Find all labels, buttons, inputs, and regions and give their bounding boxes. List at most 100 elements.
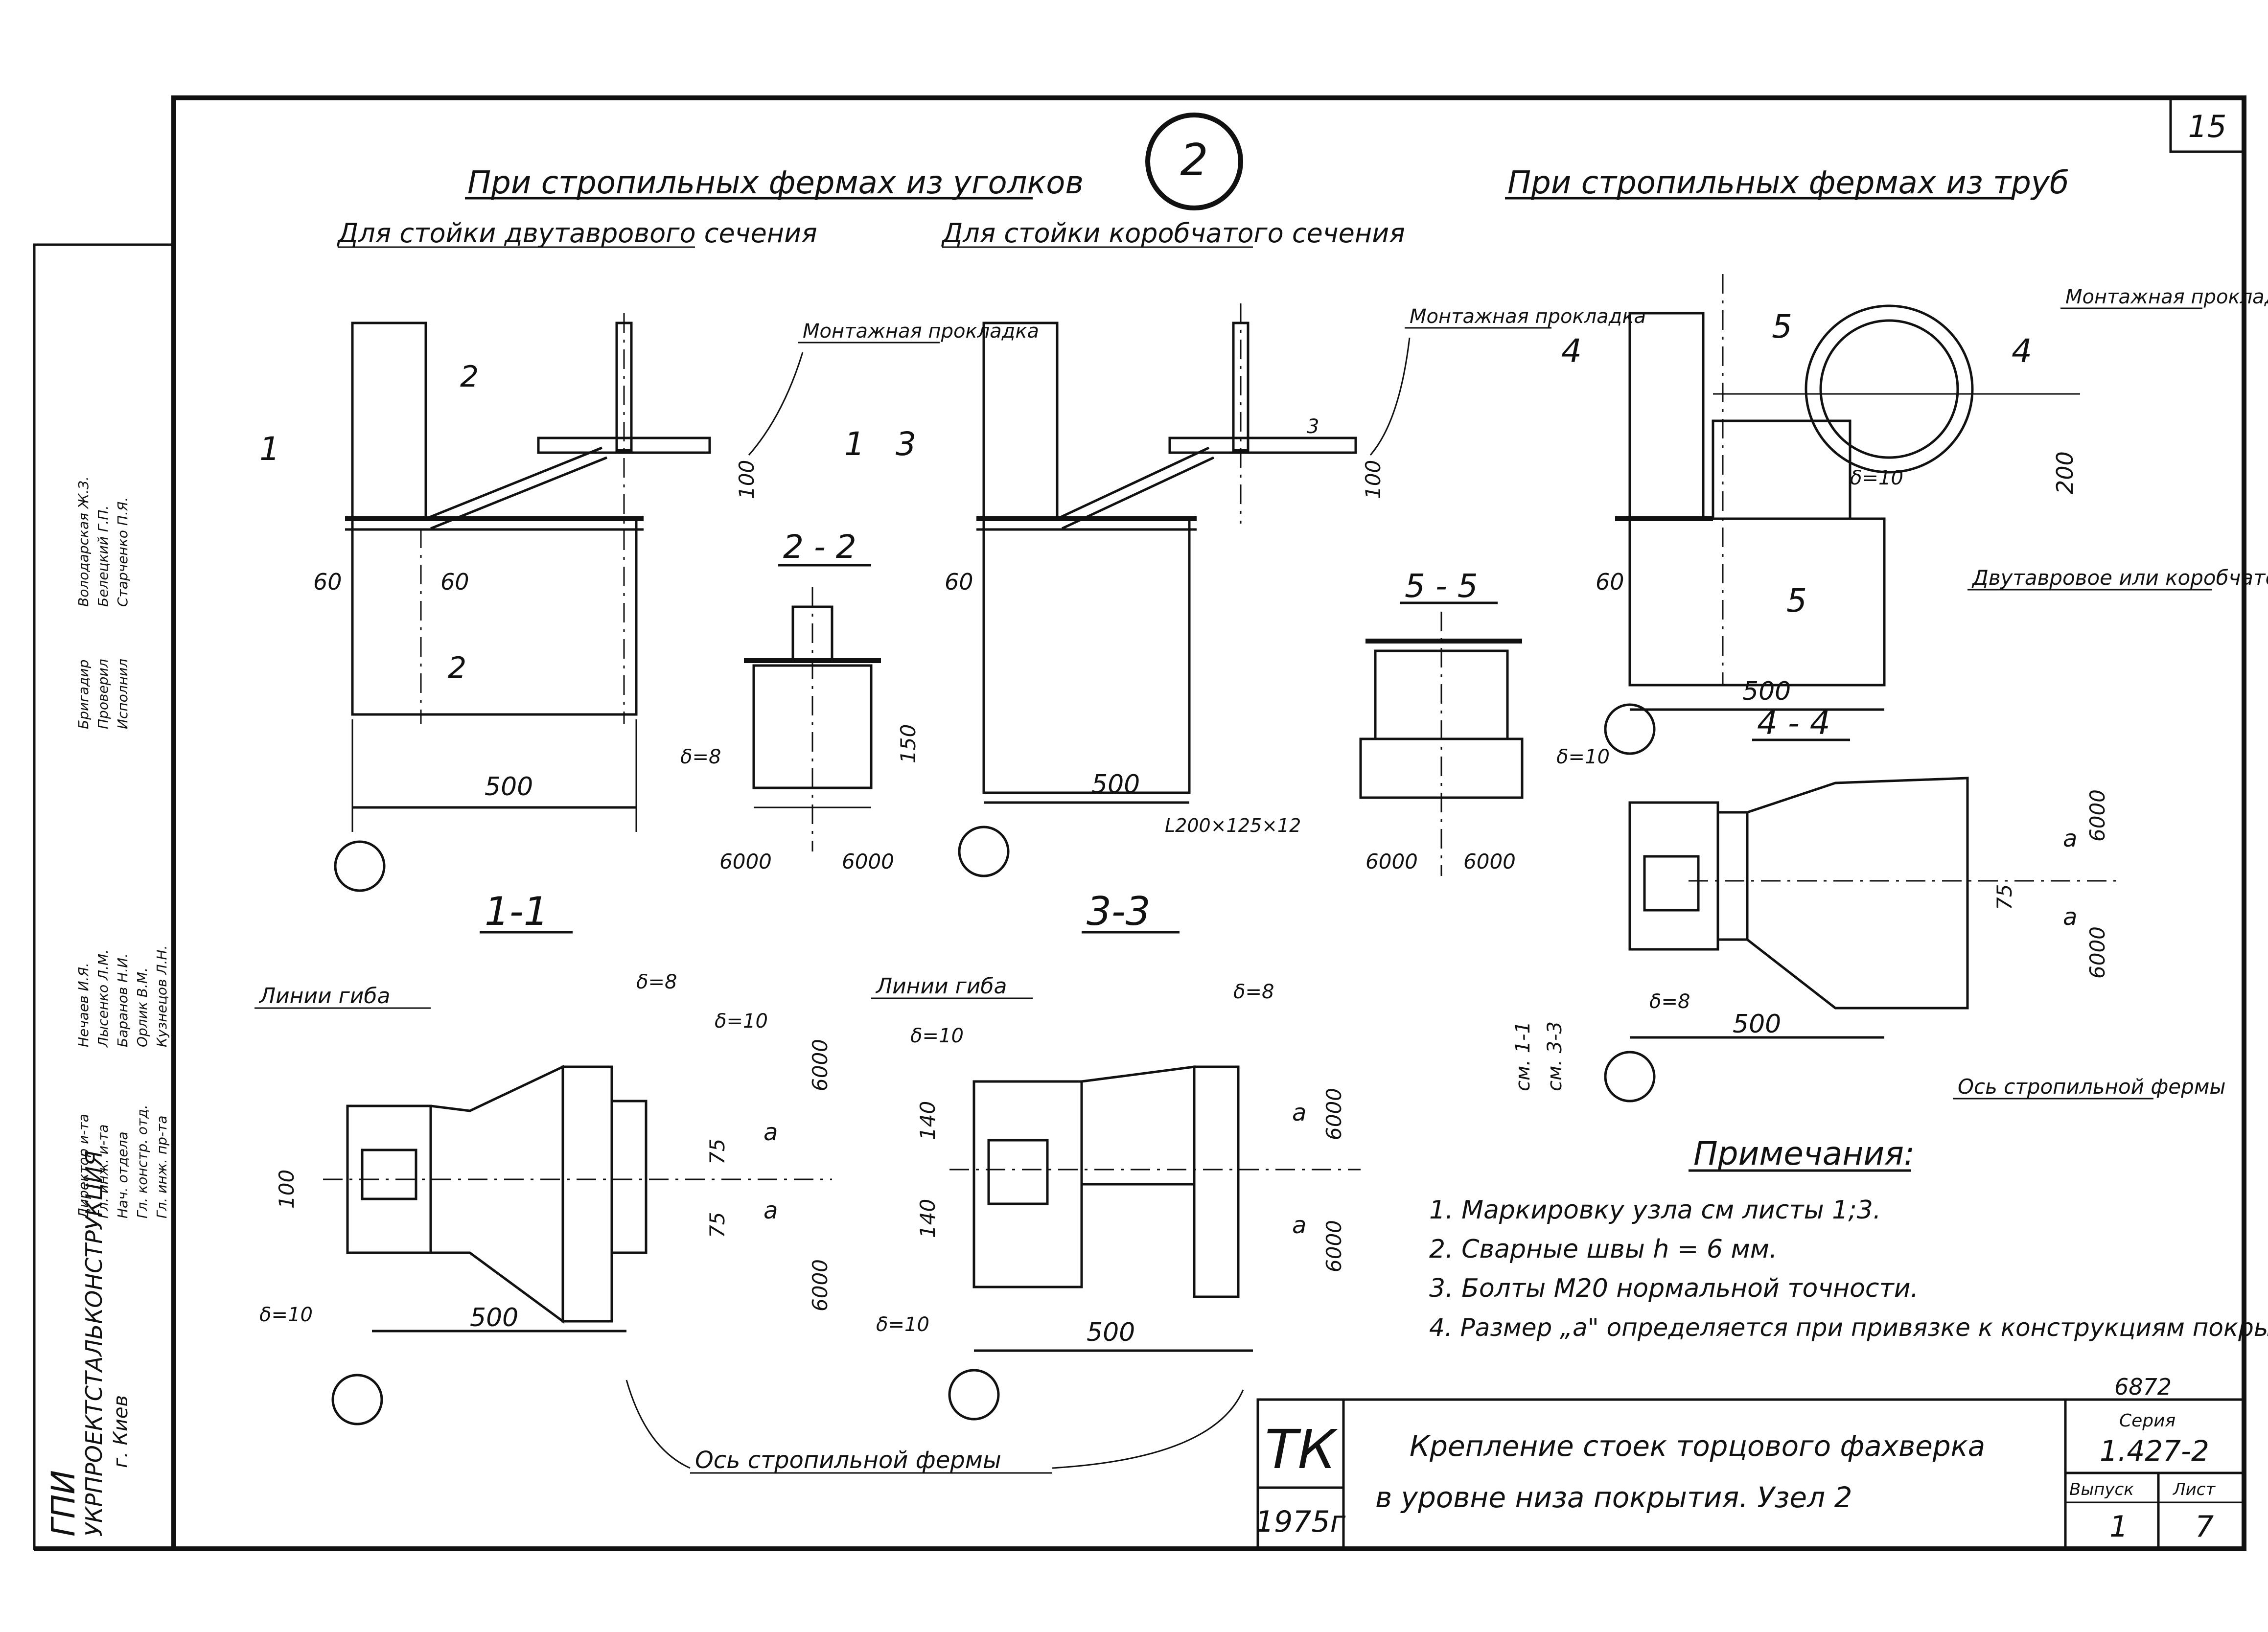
- svg-text:Проверил: Проверил: [95, 659, 111, 729]
- view-pipe-truss: 500 60 200 δ=10 Монтажная прокладка Двут…: [1561, 274, 2268, 755]
- node-circle: [1145, 113, 1243, 210]
- stamp-series: 1.427-2: [2100, 1434, 2209, 1468]
- note-3: 3. Болты М20 нормальной точности.: [1429, 1274, 1919, 1303]
- svg-text:3: 3: [1307, 415, 1319, 438]
- dim-60-2: 60: [440, 569, 469, 595]
- svg-text:Линии гиба: Линии гиба: [258, 984, 390, 1009]
- view-i-section: 500 60 60 100 Монтажная прокладка 1 1 2 …: [259, 313, 1039, 892]
- svg-text:Двутавровое или коробчатое сеч: Двутавровое или коробчатое сечение стойк…: [1971, 566, 2268, 590]
- stamp-year: 1975г: [1255, 1505, 1346, 1539]
- svg-text:L200×125×12: L200×125×12: [1165, 815, 1301, 836]
- truss-axis-label: Ось стропильной фермы: [695, 1447, 1001, 1474]
- svg-text:δ=8: δ=8: [680, 746, 721, 768]
- stamp-org-full: УКРПРОЕКТСТАЛЬКОНСТРУКЦИЯ: [81, 1150, 107, 1537]
- svg-text:Белецкий Г.П.: Белецкий Г.П.: [95, 506, 111, 607]
- left-stamp: ГПИ УКРПРОЕКТСТАЛЬКОНСТРУКЦИЯ г. Киев Ди…: [45, 476, 170, 1537]
- svg-text:Володарская Ж.З.: Володарская Ж.З.: [75, 476, 92, 607]
- dim-500-4: 500: [1733, 1010, 1781, 1039]
- svg-text:a: a: [2063, 825, 2077, 852]
- note-4: 4. Размер „a" определяется при привязке …: [1429, 1313, 2268, 1342]
- notes-heading: Примечания:: [1693, 1135, 1915, 1172]
- cut-4-4: 4 - 4 500 75 a a 6000 6000 δ=10 δ=8 см. …: [1512, 704, 2226, 1103]
- dim-100-1: 100: [735, 460, 759, 499]
- stamp-tk: ТК: [1265, 1418, 1338, 1481]
- svg-text:6000: 6000: [2085, 789, 2109, 842]
- cut-2-2: 2 - 2 150 δ=8 6000 6000: [680, 528, 920, 873]
- svg-text:4: 4: [2012, 332, 2032, 370]
- svg-text:4 - 4: 4 - 4: [1757, 704, 1830, 742]
- dim-60-4: 60: [1596, 569, 1624, 595]
- svg-text:Нечаев И.Я.: Нечаев И.Я.: [75, 963, 92, 1047]
- svg-text:δ=10: δ=10: [1556, 746, 1610, 768]
- svg-text:δ=10: δ=10: [876, 1313, 929, 1336]
- svg-text:6000: 6000: [2085, 926, 2109, 979]
- page-number-box: [2169, 96, 2245, 153]
- dim-500-3: 500: [1742, 677, 1791, 706]
- svg-text:2 - 2: 2 - 2: [783, 528, 856, 566]
- svg-text:a: a: [764, 1197, 778, 1224]
- svg-text:Линии гиба: Линии гиба: [875, 974, 1007, 999]
- svg-text:6000: 6000: [719, 850, 772, 873]
- svg-text:6000: 6000: [1463, 850, 1516, 873]
- svg-text:Лысенко Л.М.: Лысенко Л.М.: [95, 949, 111, 1048]
- svg-text:a: a: [2063, 903, 2077, 931]
- svg-text:140: 140: [916, 1199, 940, 1238]
- svg-text:2: 2: [460, 360, 479, 394]
- svg-text:4: 4: [1561, 332, 1582, 370]
- svg-text:1-1: 1-1: [485, 889, 549, 934]
- svg-text:Директор и-та: Директор и-та: [75, 1114, 92, 1219]
- svg-text:6000: 6000: [1365, 850, 1418, 873]
- svg-text:Кузнецов Л.Н.: Кузнецов Л.Н.: [154, 945, 170, 1047]
- stamp-org: ГПИ: [45, 1470, 82, 1537]
- note-2: 2. Сварные швы h = 6 мм.: [1429, 1235, 1778, 1264]
- dim-150: 150: [896, 724, 920, 763]
- svg-text:δ=8: δ=8: [1233, 981, 1274, 1003]
- dim-500-2: 500: [1091, 770, 1140, 799]
- svg-text:3-3: 3-3: [1087, 889, 1151, 934]
- svg-text:δ=8: δ=8: [1649, 990, 1690, 1013]
- svg-text:1: 1: [259, 430, 280, 468]
- svg-text:см. 3-3: см. 3-3: [1544, 1021, 1566, 1091]
- svg-text:δ=10: δ=10: [715, 1010, 768, 1033]
- svg-text:a: a: [764, 1119, 778, 1146]
- svg-text:Нач. отдела: Нач. отдела: [115, 1131, 131, 1218]
- svg-text:δ=10: δ=10: [259, 1304, 313, 1326]
- svg-text:5: 5: [1786, 582, 1807, 620]
- svg-text:δ=10: δ=10: [1850, 467, 1903, 489]
- svg-text:Бригадир: Бригадир: [75, 660, 92, 729]
- svg-text:Гл. констр. отд.: Гл. констр. отд.: [134, 1104, 150, 1218]
- stamp-code: 6872: [2114, 1374, 2172, 1400]
- note-1: 1. Маркировку узла см листы 1;3.: [1429, 1195, 1881, 1225]
- svg-text:Монтажная прокладка: Монтажная прокладка: [1410, 305, 1646, 328]
- stamp-sheet: 7: [2195, 1510, 2214, 1544]
- node-number: 2: [1180, 135, 1208, 186]
- cut-5-5: 5 - 5 L200×125×12 6000 6000: [1165, 567, 1524, 876]
- svg-text:Орлик В.М.: Орлик В.М.: [134, 967, 150, 1047]
- svg-text:2: 2: [448, 651, 466, 685]
- svg-text:1: 1: [844, 425, 865, 463]
- view-1-1: 1-1 500 100 75 75 a a 6000 6000 δ=8 δ=10…: [255, 889, 832, 1425]
- sub-title-box-section: Для стойки коробчатого сечения: [941, 218, 1405, 249]
- svg-text:6000: 6000: [1322, 1088, 1346, 1140]
- stamp-title-1: Крепление стоек торцового фахверка: [1410, 1429, 1985, 1463]
- svg-text:Исполнил: Исполнил: [115, 659, 131, 729]
- svg-text:Баранов Н.И.: Баранов Н.И.: [115, 953, 131, 1047]
- sub-title-i-section: Для стойки двутаврового сечения: [337, 218, 817, 249]
- svg-text:см. 1-1: см. 1-1: [1512, 1021, 1534, 1091]
- svg-text:6000: 6000: [808, 1039, 832, 1091]
- svg-text:3: 3: [896, 425, 916, 463]
- title-block: ТК 1975г Крепление стоек торцового фахве…: [1255, 1374, 2245, 1550]
- title-angles: При стропильных фермах из уголков: [467, 165, 1084, 201]
- page-number: 15: [2188, 109, 2227, 144]
- svg-text:140: 140: [916, 1101, 940, 1140]
- left-stamp-frame: [33, 243, 175, 1550]
- stamp-issue-label: Выпуск: [2069, 1480, 2134, 1499]
- svg-text:a: a: [1292, 1099, 1306, 1126]
- dim-60-1: 60: [313, 569, 342, 595]
- svg-text:Ось стропильной фермы: Ось стропильной фермы: [1958, 1075, 2226, 1099]
- stamp-issue: 1: [2109, 1510, 2128, 1544]
- svg-text:6000: 6000: [1322, 1220, 1346, 1272]
- dim-200: 200: [2052, 451, 2078, 494]
- svg-text:75: 75: [705, 1212, 729, 1238]
- svg-text:6000: 6000: [808, 1259, 832, 1311]
